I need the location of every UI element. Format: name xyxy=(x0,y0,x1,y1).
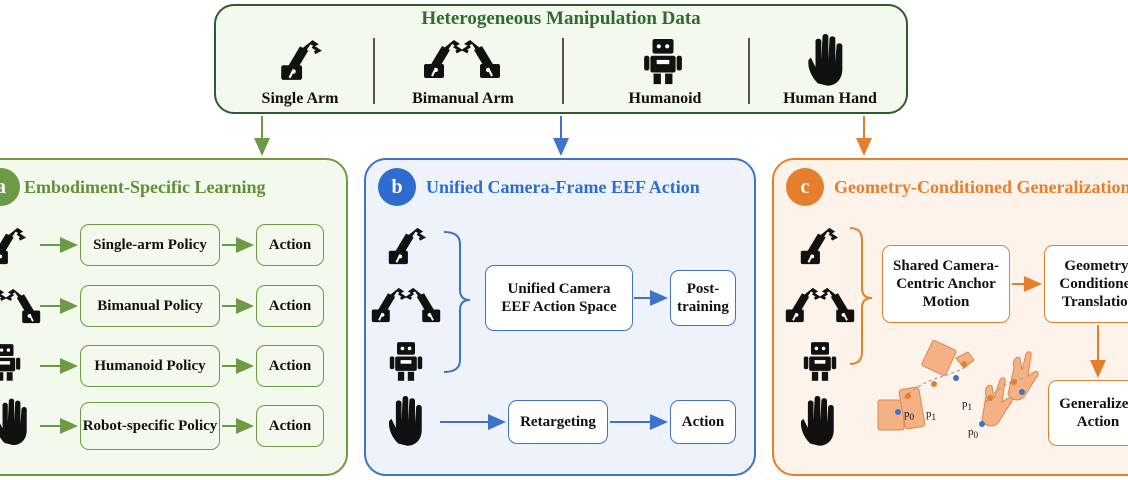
gripper-illustration xyxy=(877,339,1039,431)
shared-anchor-motion: Shared Camera-Centric Anchor Motion xyxy=(882,245,1010,323)
point-label: p1 xyxy=(926,408,937,423)
post-training: Post-training xyxy=(670,270,736,326)
action-box: Action xyxy=(256,405,324,447)
action-box: Action xyxy=(256,224,324,266)
label-single-arm: Single Arm xyxy=(261,90,339,107)
badge-c: c xyxy=(786,168,824,206)
humanoid-policy: Humanoid Policy xyxy=(80,345,220,387)
single-arm-policy: Single-arm Policy xyxy=(80,224,220,266)
divider xyxy=(373,38,375,104)
retargeting: Retargeting xyxy=(508,400,608,444)
top-title: Heterogeneous Manipulation Data xyxy=(421,8,701,29)
label-human-hand: Human Hand xyxy=(783,90,877,107)
badge-a: a xyxy=(0,168,20,206)
panel-b-title: Unified Camera-Frame EEF Action xyxy=(426,177,700,197)
label-humanoid: Humanoid xyxy=(628,90,702,107)
point-label: p0 xyxy=(968,426,979,441)
point-label: p1 xyxy=(962,398,973,413)
top-panel xyxy=(214,4,908,114)
generalized-action: Generalized Action xyxy=(1048,380,1128,446)
label-bimanual-arm: Bimanual Arm xyxy=(412,90,514,107)
unified-action-space: Unified Camera EEF Action Space xyxy=(485,265,633,331)
robot-specific-policy: Robot-specific Policy xyxy=(80,402,220,450)
point-label: p0 xyxy=(904,408,915,423)
action-box: Action xyxy=(256,345,324,387)
badge-b: b xyxy=(378,168,416,206)
geometry-conditioned-translation: Geometry-Conditioned Translation xyxy=(1044,245,1128,323)
divider xyxy=(748,38,750,104)
action-box: Action xyxy=(670,400,736,444)
bimanual-policy: Bimanual Policy xyxy=(80,285,220,327)
panel-a-title: Embodiment-Specific Learning xyxy=(24,177,266,197)
divider xyxy=(562,38,564,104)
action-box: Action xyxy=(256,285,324,327)
panel-c-title: Geometry-Conditioned Generalization xyxy=(834,177,1128,197)
